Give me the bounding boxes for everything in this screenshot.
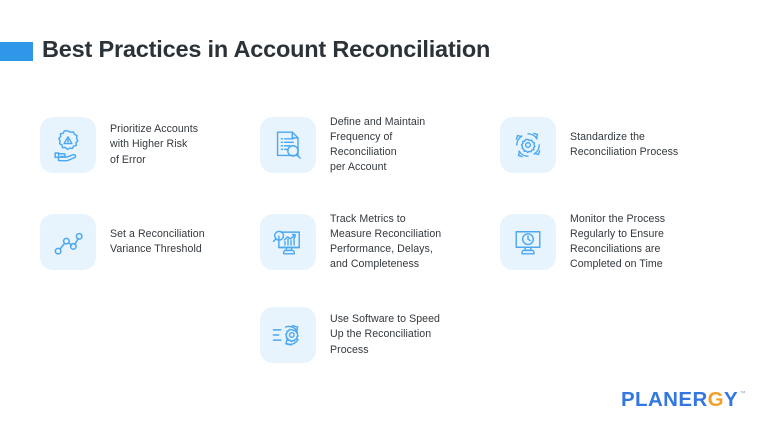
list-item: Standardize the Reconciliation Process bbox=[500, 96, 740, 194]
grid-row: Use Software to Speed Up the Reconciliat… bbox=[40, 290, 740, 380]
text-line: Standardize the bbox=[570, 130, 645, 143]
best-practices-grid: Prioritize Accounts with Higher Risk of … bbox=[40, 96, 740, 380]
list-item: Monitor the Process Regularly to Ensure … bbox=[500, 194, 740, 290]
list-item: Use Software to Speed Up the Reconciliat… bbox=[260, 290, 500, 380]
list-item: Prioritize Accounts with Higher Risk of … bbox=[40, 96, 260, 194]
document-magnifier-icon bbox=[260, 117, 316, 173]
text-line: Reconciliations are bbox=[570, 243, 661, 255]
text-line: and Completeness bbox=[330, 258, 420, 271]
list-item: Track Metrics to Measure Reconciliation … bbox=[260, 194, 500, 290]
logo-text-secondary: Y bbox=[724, 387, 739, 411]
logo-text-accent: G bbox=[707, 387, 725, 411]
text-line: Reconciliation Process bbox=[570, 146, 679, 158]
logo-text-primary: PLANER bbox=[620, 387, 708, 411]
text-line: per Account bbox=[330, 161, 387, 174]
text-line: Set a Reconciliation bbox=[110, 227, 205, 240]
line-chart-nodes-icon bbox=[40, 214, 96, 270]
monitor-bar-chart-magnifier-icon bbox=[260, 214, 316, 270]
text-line: Prioritize Accounts bbox=[110, 123, 199, 136]
monitor-clock-icon bbox=[500, 214, 556, 270]
list-item-text: Track Metrics to Measure Reconciliation … bbox=[330, 212, 441, 272]
list-item-text: Set a Reconciliation Variance Threshold bbox=[110, 227, 205, 257]
list-item-text: Use Software to Speed Up the Reconciliat… bbox=[330, 312, 440, 357]
text-line: Regularly to Ensure bbox=[570, 227, 664, 240]
text-line: with Higher Risk bbox=[110, 138, 188, 151]
text-line: Reconciliation bbox=[330, 146, 397, 158]
text-line: Measure Reconciliation bbox=[330, 227, 442, 240]
list-item-text: Standardize the Reconciliation Process bbox=[570, 130, 678, 160]
list-item: Define and Maintain Frequency of Reconci… bbox=[260, 96, 500, 194]
text-line: Track Metrics to bbox=[330, 212, 406, 225]
text-line: Process bbox=[330, 343, 369, 356]
page-title: Best Practices in Account Reconciliation bbox=[42, 36, 491, 63]
text-line: of Error bbox=[110, 153, 146, 166]
list-item-text: Prioritize Accounts with Higher Risk of … bbox=[110, 122, 198, 167]
gear-speed-cycle-icon bbox=[260, 307, 316, 363]
hand-holding-warning-gear-icon bbox=[40, 117, 96, 173]
logo-trademark: ™ bbox=[739, 390, 746, 397]
text-line: Up the Reconciliation bbox=[330, 328, 432, 341]
grid-row: Prioritize Accounts with Higher Risk of … bbox=[40, 96, 740, 194]
text-line: Define and Maintain bbox=[330, 115, 426, 128]
list-item-text: Monitor the Process Regularly to Ensure … bbox=[570, 212, 665, 272]
slide-header: Best Practices in Account Reconciliation bbox=[0, 30, 768, 70]
text-line: Use Software to Speed bbox=[330, 313, 440, 326]
grid-row: Set a Reconciliation Variance Threshold bbox=[40, 194, 740, 290]
gear-refresh-cycle-icon bbox=[500, 117, 556, 173]
list-item: Set a Reconciliation Variance Threshold bbox=[40, 194, 260, 290]
accent-bar bbox=[0, 41, 33, 61]
text-line: Monitor the Process bbox=[570, 212, 666, 225]
planergy-logo: PLANER G Y ™ bbox=[620, 387, 746, 411]
text-line: Completed on Time bbox=[570, 258, 663, 271]
text-line: Frequency of bbox=[330, 130, 393, 143]
text-line: Performance, Delays, bbox=[330, 243, 433, 255]
text-line: Variance Threshold bbox=[110, 243, 202, 255]
list-item-text: Define and Maintain Frequency of Reconci… bbox=[330, 115, 425, 175]
